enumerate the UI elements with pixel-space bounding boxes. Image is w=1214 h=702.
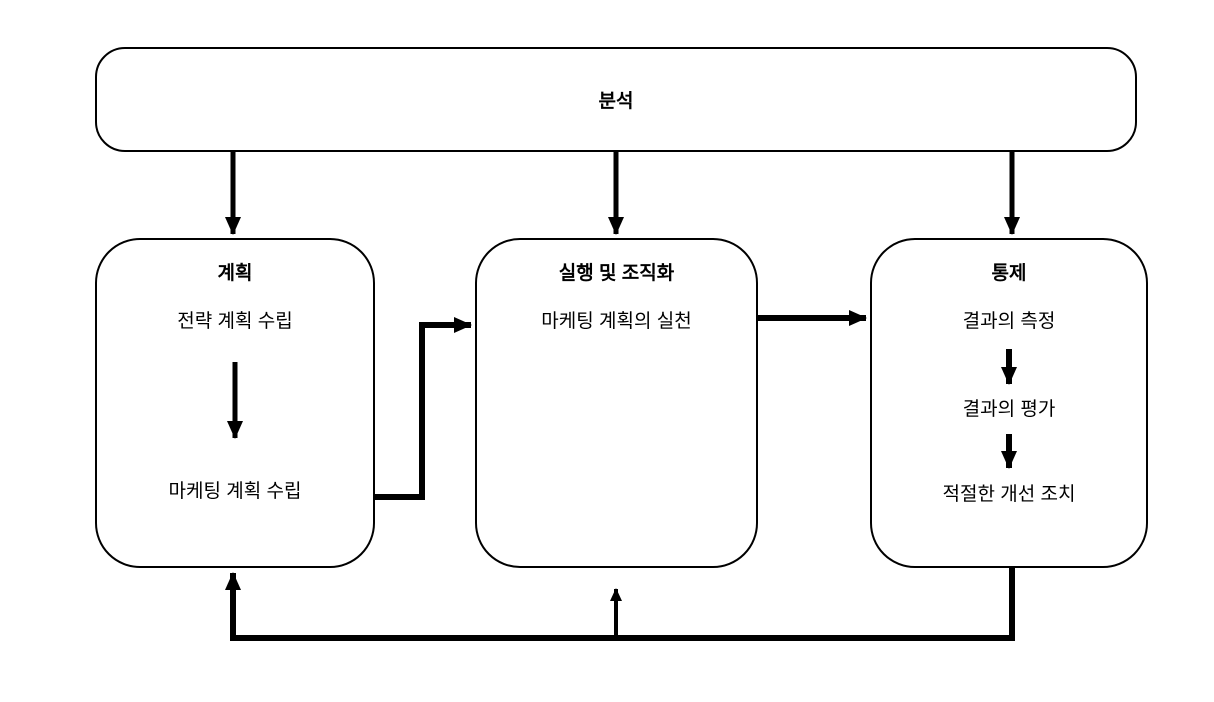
analysis-label: 분석: [598, 91, 634, 112]
plan-box-title: 계획: [217, 263, 253, 284]
control-box-title: 통제: [991, 263, 1027, 284]
execution-box-title: 실행 및 조직화: [558, 263, 675, 284]
plan-item-strategic-planning: 전략 계획 수립: [177, 311, 293, 332]
plan-item-marketing-planning: 마케팅 계획 수립: [168, 481, 302, 502]
control-item-evaluate-results: 결과의 평가: [962, 399, 1056, 420]
arrow-feedback-to-plan: [225, 568, 1015, 641]
execution-box: 실행 및 조직화 마케팅 계획의 실천: [475, 238, 758, 568]
control-item-corrective-action: 적절한 개선 조치: [942, 484, 1076, 505]
control-item-measure-results: 결과의 측정: [962, 311, 1056, 332]
control-box: 통제 결과의 측정 결과의 평가 적절한 개선 조치: [870, 238, 1148, 568]
plan-box: 계획 전략 계획 수립 마케팅 계획 수립: [95, 238, 375, 568]
execution-item-implement-plan: 마케팅 계획의 실천: [541, 311, 692, 332]
analysis-box: 분석: [95, 47, 1137, 152]
arrow-plan-to-execution: [375, 317, 472, 500]
